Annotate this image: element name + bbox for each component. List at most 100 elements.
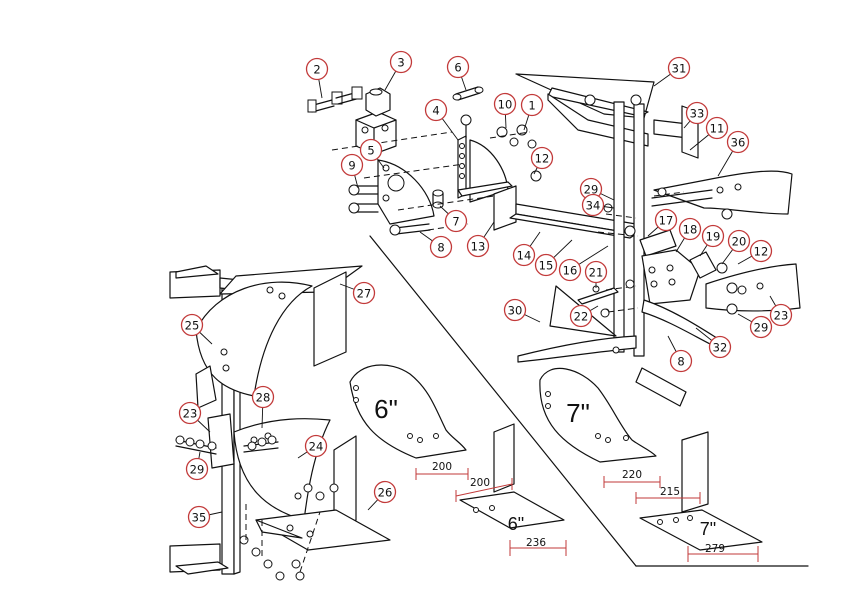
callout-number: 33	[690, 107, 705, 121]
callout-c34: 34	[581, 193, 615, 217]
callout-number: 1	[528, 99, 535, 113]
callout-balloon	[701, 224, 725, 248]
callout-balloon	[520, 93, 544, 117]
share-26	[255, 509, 391, 551]
callout-number: 14	[517, 249, 532, 263]
callout-number: 24	[309, 440, 324, 454]
callout-number: 12	[535, 152, 550, 166]
callout-balloon	[304, 434, 328, 458]
callout-balloon	[178, 401, 202, 425]
callout-c4: 4	[424, 98, 459, 141]
callout-c23b: 23	[769, 295, 793, 327]
callout-number: 19	[706, 230, 721, 244]
small-hardware-right	[592, 187, 738, 318]
callout-c22: 22	[569, 304, 599, 328]
bolts-left	[175, 435, 339, 581]
dim-wing6-top-value: 200	[470, 477, 490, 489]
wing-7-size-label: 7"	[700, 519, 716, 539]
callout-balloon	[503, 298, 527, 322]
callout-number: 21	[589, 266, 604, 280]
callout-c28: 28	[251, 385, 275, 429]
callout-balloon	[305, 57, 329, 81]
callout-c23a: 23	[178, 401, 211, 433]
callout-c24: 24	[297, 434, 328, 459]
wing-6-part	[459, 423, 565, 529]
callout-number: 15	[539, 259, 554, 273]
callout-balloon	[558, 258, 582, 282]
callout-number: 23	[183, 407, 198, 421]
share-6-size-label: 6"	[374, 394, 398, 424]
callout-c36: 36	[717, 130, 750, 177]
callout-c19: 19	[699, 224, 725, 257]
callout-c31: 31	[653, 56, 691, 87]
callout-balloon	[749, 315, 773, 339]
moldboard-25	[195, 281, 313, 409]
callout-number: 5	[367, 144, 374, 158]
callout-number: 29	[584, 183, 599, 197]
callout-c8b: 8	[667, 335, 693, 373]
callout-c15: 15	[534, 239, 573, 277]
callout-c29b: 29	[185, 451, 209, 481]
callout-c30: 30	[503, 298, 541, 323]
dim-wing7-bottom-value: 279	[705, 543, 725, 555]
callout-balloon	[534, 253, 558, 277]
callout-balloon	[359, 138, 383, 162]
callout-c20: 20	[721, 229, 751, 265]
nuts-10-1-12	[496, 124, 542, 182]
callout-number: 36	[731, 136, 746, 150]
callout-balloon	[654, 208, 678, 232]
callout-c1: 1	[520, 93, 544, 131]
share-7-size-label: 7"	[566, 398, 590, 428]
callout-c12a: 12	[530, 146, 554, 175]
hitch-bracket-4	[457, 114, 513, 203]
callout-balloon	[352, 281, 376, 305]
callout-number: 4	[432, 104, 439, 118]
callout-balloon	[373, 480, 397, 504]
callout-balloon	[769, 303, 793, 327]
callout-c18: 18	[675, 217, 702, 253]
callout-number: 29	[190, 463, 205, 477]
bracket-3	[355, 87, 397, 155]
callout-balloon	[389, 50, 413, 74]
callout-number: 6	[454, 61, 461, 75]
plate-5	[377, 159, 435, 225]
lower-share-30	[517, 285, 637, 363]
callout-c21: 21	[584, 260, 608, 288]
wing-6-size-label: 6"	[508, 514, 524, 534]
callout-number: 11	[710, 122, 725, 136]
dim-wing7-top-value: 215	[660, 486, 680, 498]
callout-c5: 5	[359, 138, 385, 169]
callout-balloon	[446, 55, 470, 79]
callout-c26: 26	[367, 480, 397, 511]
callout-balloon	[251, 385, 275, 409]
callout-number: 31	[672, 62, 687, 76]
moldboard-27	[219, 265, 363, 367]
callout-c33: 33	[683, 101, 709, 129]
dim-wing6-bottom: 236	[509, 537, 567, 556]
callout-number: 16	[563, 264, 578, 278]
callout-number: 20	[732, 235, 747, 249]
callout-balloon	[185, 457, 209, 481]
callout-number: 10	[498, 98, 513, 112]
callout-balloon	[180, 313, 204, 337]
callout-c13: 13	[466, 221, 495, 258]
callout-number: 8	[437, 241, 444, 255]
callout-c6: 6	[446, 55, 470, 91]
callout-number: 32	[713, 341, 728, 355]
callout-c16: 16	[558, 245, 609, 282]
callout-number: 7	[452, 215, 459, 229]
callout-number: 28	[256, 391, 271, 405]
share-7-part	[539, 367, 657, 463]
callout-balloon	[429, 235, 453, 259]
dim-wing6-bottom-value: 236	[526, 537, 546, 549]
share-36	[651, 170, 793, 215]
bolts-9	[348, 184, 379, 214]
dim-share7-value: 220	[622, 469, 642, 481]
callout-number: 26	[378, 486, 393, 500]
callout-number: 17	[659, 214, 674, 228]
callout-c3: 3	[384, 50, 413, 91]
callout-balloon	[708, 335, 732, 359]
callout-balloon	[444, 209, 468, 233]
callout-number: 25	[185, 319, 200, 333]
